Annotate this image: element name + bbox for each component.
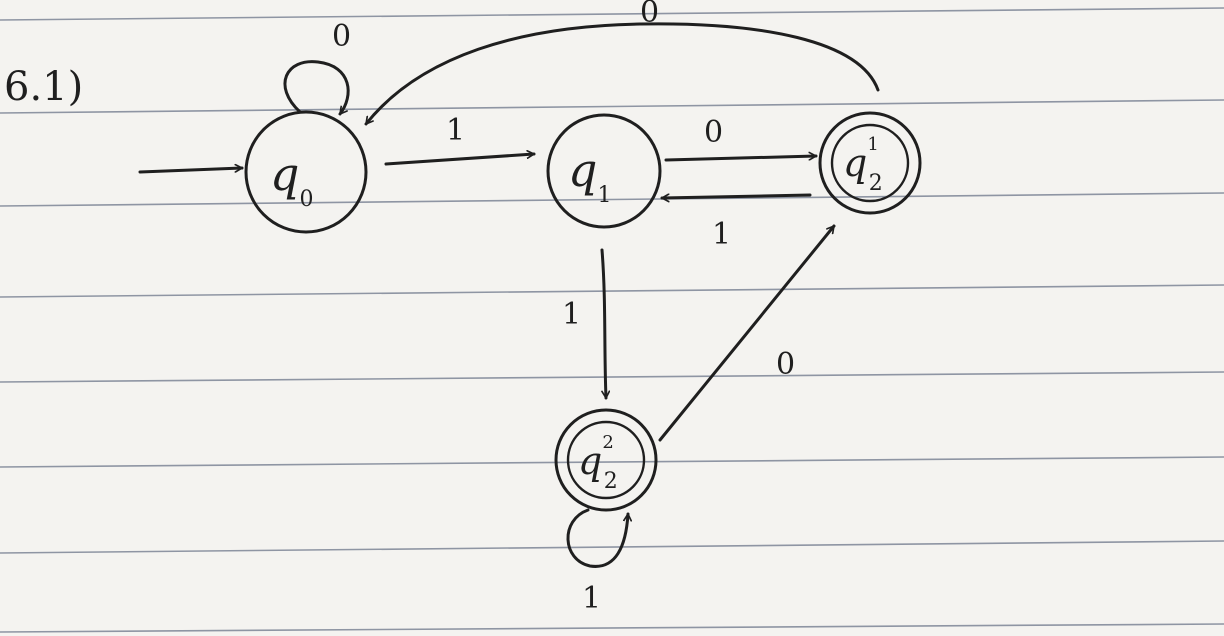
transition-q2-2-q2-2 [566, 508, 628, 568]
transition-q2-2-q2-1 [658, 224, 836, 442]
transition-q2-2-q2-1-label: 0 [776, 347, 795, 382]
state-q0: q0 [244, 110, 368, 234]
ruled-lines [0, 7, 1224, 633]
problem-label: 6.1) [4, 64, 83, 110]
transition-q0-q0 [283, 60, 350, 116]
transition-q0-q1 [384, 154, 536, 166]
transition-q2-1-q1-label: 1 [712, 217, 731, 252]
transition-q2-2-q2-2-label: 1 [582, 581, 601, 616]
transition-q2-1-q0 [364, 22, 880, 126]
transition-q1-q2-1-label: 0 [704, 115, 723, 150]
state-q1-label: q1 [568, 143, 611, 208]
transition-q1-q2-2-label: 1 [562, 297, 581, 332]
transition-q0-q1-label: 1 [446, 113, 465, 148]
transition-q1-q2-1 [664, 156, 818, 162]
transition-q2-1-q1 [660, 195, 812, 198]
transition-q0-q0-label: 0 [332, 19, 351, 54]
state-q1: q1 [546, 113, 662, 229]
transition-q2-1-q0-label: 0 [640, 0, 659, 30]
state-q0-label: q0 [270, 147, 313, 212]
start-arrow [138, 168, 244, 174]
transition-q1-q2-2 [600, 248, 606, 400]
